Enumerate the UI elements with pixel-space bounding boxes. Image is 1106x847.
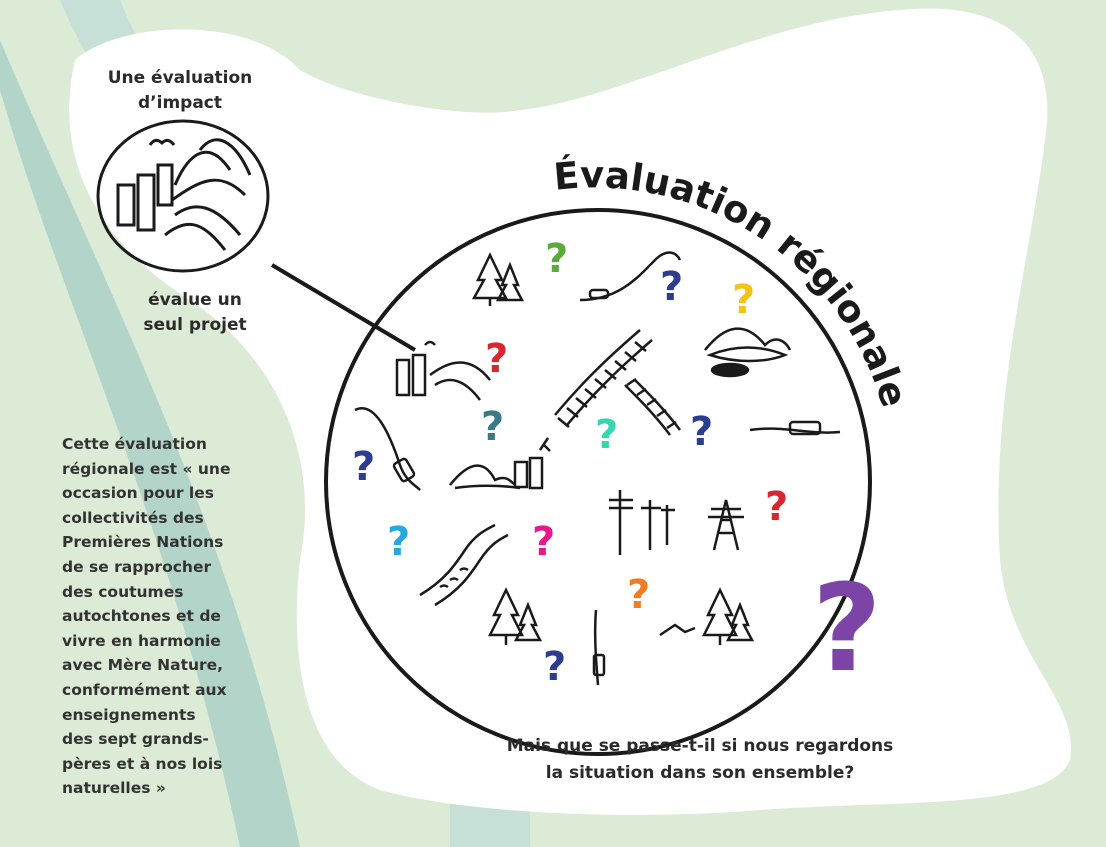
question-mark-icon: ? bbox=[545, 236, 568, 282]
excavation-icon bbox=[449, 437, 551, 490]
trees-icon bbox=[487, 587, 543, 645]
impact-circle bbox=[96, 119, 270, 273]
impact-title: Une évaluation d’impact bbox=[107, 68, 253, 113]
question-mark-icon: ? bbox=[660, 264, 683, 310]
bottom-question: Mais que se passe-t-il si nous regardons… bbox=[506, 736, 894, 783]
ribbon-left bbox=[0, 40, 300, 847]
ribbon-bottom bbox=[450, 800, 530, 847]
mine-icon bbox=[704, 327, 792, 378]
cleared-forest-icon bbox=[659, 587, 755, 645]
river-icon bbox=[419, 523, 509, 607]
trees-icon bbox=[471, 252, 525, 306]
question-mark-icon: ? bbox=[732, 277, 755, 323]
question-mark-icon: ? bbox=[690, 409, 713, 455]
question-mark-icon: ? bbox=[627, 572, 650, 618]
question-mark-icon: ? bbox=[481, 404, 504, 450]
question-mark-icon: ? bbox=[812, 560, 882, 699]
railway-icon bbox=[624, 377, 681, 436]
small-factory-icon bbox=[116, 138, 252, 251]
question-mark-icon: ? bbox=[352, 444, 375, 490]
question-mark-icon: ? bbox=[387, 519, 410, 565]
power-lines-icon bbox=[609, 490, 675, 555]
road-truck-icon bbox=[354, 407, 421, 491]
road-car-icon bbox=[592, 609, 606, 686]
truck-icon bbox=[749, 420, 841, 436]
question-mark-icon: ? bbox=[485, 336, 508, 382]
question-mark-icon: ? bbox=[532, 519, 555, 565]
road-car-icon bbox=[579, 251, 682, 302]
impact-caption: évalue un seul projet bbox=[143, 290, 247, 335]
question-mark-icon: ? bbox=[543, 644, 566, 690]
question-mark-icon: ? bbox=[595, 412, 618, 458]
factory-icon bbox=[395, 340, 491, 401]
railway-icon bbox=[554, 329, 653, 428]
sidebar-quote: Cette évaluation régionale est « une occ… bbox=[62, 435, 231, 798]
pylon-icon bbox=[708, 499, 744, 551]
regional-circle bbox=[324, 208, 872, 756]
question-mark-icon: ? bbox=[765, 484, 788, 530]
connector-line bbox=[270, 263, 417, 352]
